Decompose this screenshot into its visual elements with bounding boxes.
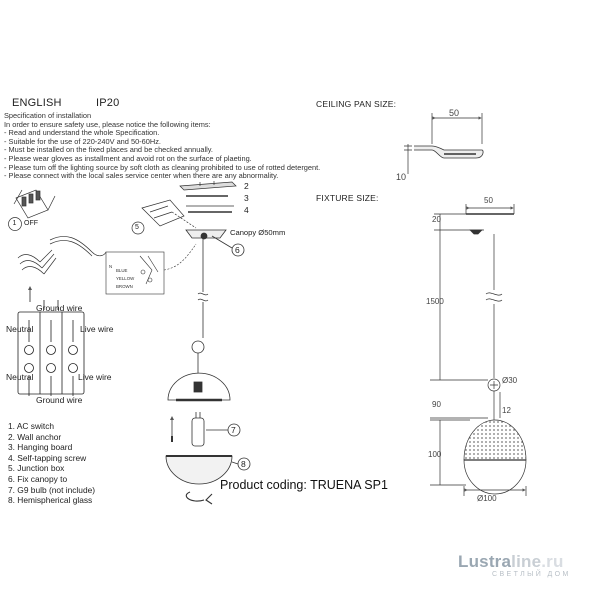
dim-fixture-top: 50 [484,196,493,205]
power-cable [17,236,107,275]
watermark-brand-c: .ru [541,552,564,571]
neutral-top-label: Neutral [6,324,34,334]
box-brown-label: BROWN [116,284,133,289]
dim-pan-height: 10 [396,172,407,182]
callout-4: 4 [244,205,249,215]
dim-pan-width: 50 [449,108,460,118]
callout-8: 8 [241,459,246,469]
parts-list-item: 7. G9 bulb (not include) [8,484,96,495]
callout-6: 6 [235,245,240,255]
parts-list-item: 3. Hanging board [8,442,73,453]
ac-switch-illustration [8,189,56,231]
parts-list-item: 1. AC switch [8,421,55,431]
ground-wire-top-label: Ground wire [36,303,83,313]
canopy-label: Canopy Ø50mm [230,228,286,237]
spec-line: - Must be installed on the fixed places … [4,145,213,155]
spec-line: - Please connect with the local sales se… [4,171,279,181]
parts-list: 1. AC switch 2. Wall anchor 3. Hanging b… [8,421,95,506]
box-yellow-label: YELLOW [116,276,135,281]
dim-neck-length: 90 [432,400,441,409]
callout-7: 7 [231,425,236,435]
callout-2: 2 [244,181,249,191]
callout-3: 3 [244,193,249,203]
dim-neck-diameter: 12 [502,406,511,415]
watermark-logo: Lustraline.ru [458,552,564,572]
watermark-subtitle: СВЕТЛЫЙ ДОМ [492,571,571,578]
product-coding: Product coding: TRUENA SP1 [220,478,388,492]
dim-knot-diameter: Ø30 [502,376,518,385]
fixture-size-label: FIXTURE SIZE: [316,193,379,203]
live-wire-top-label: Live wire [80,324,114,334]
box-n-label: N [109,264,113,269]
dim-canopy-height: 20 [432,215,441,224]
ground-wire-bottom-label: Ground wire [36,395,83,405]
bulb-g9 [170,412,241,447]
neutral-bottom-label: Neutral [6,372,34,382]
dim-shade-diameter: Ø100 [477,494,497,503]
parts-list-item: 4. Self-tapping screw [8,452,87,463]
watermark-brand-a: Lustra [458,552,512,571]
step-1-number: 1 [12,219,17,227]
step-5-number: 5 [135,224,139,231]
installation-spec: Specification of installation In order t… [4,111,321,181]
parts-list-item: 5. Junction box [8,463,65,474]
wire-detail-box [105,243,197,295]
ceiling-pan-drawing [404,113,484,174]
fixture-dimension-drawing [430,204,527,496]
watermark-brand-b: line [511,552,542,571]
box-blue-label: BLUE [116,268,128,273]
spec-line: - Suitable for the use of 220-240V and 5… [4,136,161,146]
spec-line: - Please turn off the lighting source by… [4,162,321,172]
ceiling-plate-exploded [179,181,237,213]
dim-cord-length: 1500 [426,297,444,306]
off-label: OFF [24,220,38,227]
spec-line: - Please wear gloves as installment and … [4,153,252,163]
glass-shade [165,455,251,505]
spec-line: In order to ensure safety use, please no… [4,119,211,129]
parts-list-item: 2. Wall anchor [8,431,62,442]
parts-list-item: 8. Hemispherical glass [8,495,93,506]
spec-line: - Read and understand the whole Specific… [4,128,160,138]
ceiling-pan-label: CEILING PAN SIZE: [316,99,397,109]
dim-shade-height: 100 [428,450,442,459]
parts-list-item: 6. Fix canopy to [8,473,68,484]
junction-box [131,199,197,235]
ip-rating: IP20 [96,97,120,109]
pendant-assembly [167,238,231,402]
live-wire-bottom-label: Live wire [78,372,112,382]
terminal-block [17,300,85,396]
canopy-fixed [185,229,245,257]
language-heading: ENGLISH [12,97,62,109]
spec-line: Specification of installation [4,111,92,120]
